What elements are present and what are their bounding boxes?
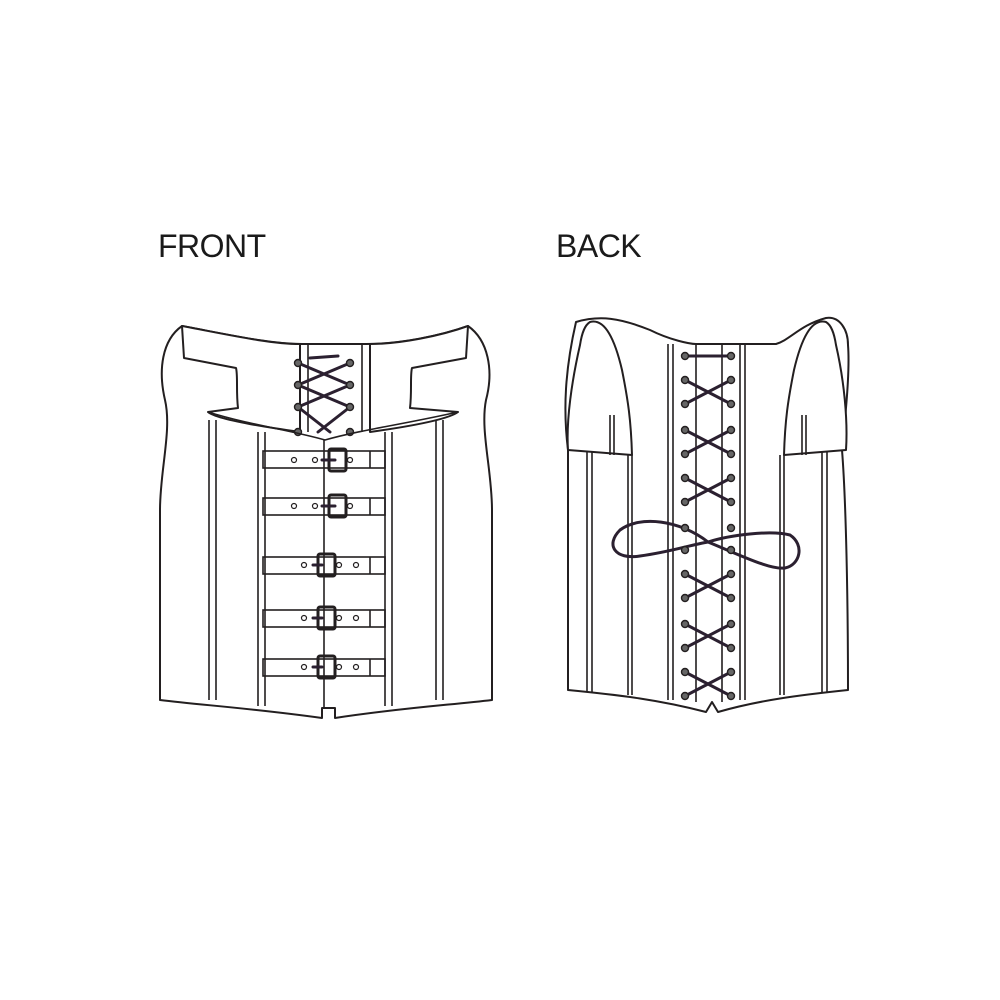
front-buckle-straps (262, 447, 386, 680)
buckle-strap-1 (262, 447, 386, 473)
buckle-strap-3 (262, 552, 386, 578)
front-view (159, 325, 493, 719)
back-bow (611, 519, 801, 570)
buckle-strap-4 (262, 605, 386, 631)
back-left-armhole (566, 320, 633, 456)
front-lacing (293, 354, 355, 437)
back-view (564, 316, 850, 713)
buckle-strap-5 (262, 654, 386, 680)
buckle-strap-2 (262, 493, 386, 519)
front-left-neck-panel (181, 325, 301, 433)
front-view-label: FRONT (158, 228, 266, 264)
back-lacing (611, 351, 801, 701)
back-right-armhole (783, 320, 848, 456)
front-right-neck-panel (369, 325, 469, 433)
back-body-outline (564, 316, 850, 713)
back-view-label: BACK (556, 228, 642, 264)
